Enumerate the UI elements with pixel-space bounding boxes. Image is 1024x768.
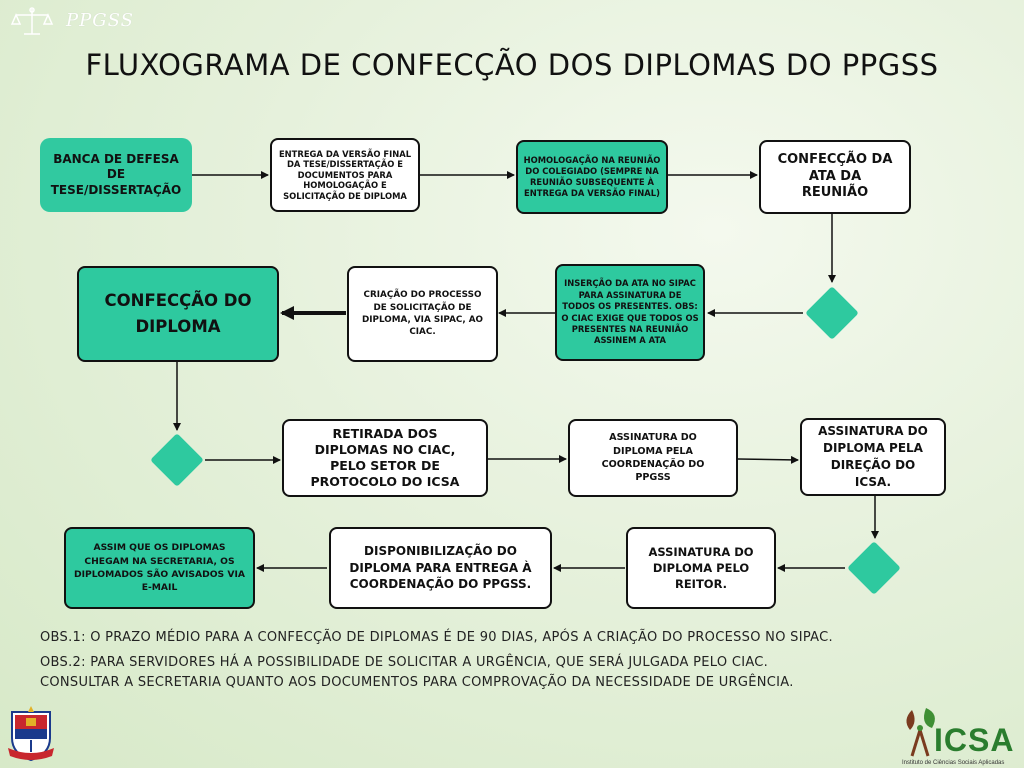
icsa-logo: ICSA Instituto de Ciências Sociais Aplic… [898, 704, 1022, 768]
step-ata: CONFECÇÃO DA ATA DA REUNIÃO [759, 140, 911, 214]
logo-text: PPGSS [66, 10, 134, 31]
arrow-coordenacao-direcao [737, 455, 799, 464]
step-aviso: ASSIM QUE OS DIPLOMAS CHEGAM NA SECRETAR… [64, 527, 255, 609]
note-obs1: OBS.1: O PRAZO MÉDIO PARA A CONFECÇÃO DE… [40, 630, 833, 645]
step-reitor: ASSINATURA DO DIPLOMA PELO REITOR. [626, 527, 776, 609]
icsa-leaves-icon [906, 708, 935, 757]
step-coordenacao: ASSINATURA DO DIPLOMA PELA COORDENAÇÃO D… [568, 419, 738, 497]
step-criacao: CRIAÇÃO DO PROCESSO DE SOLICITAÇÃO DE DI… [347, 266, 498, 362]
step-entrega: ENTREGA DA VERSÃO FINAL DA TESE/DISSERTA… [270, 138, 420, 212]
scales-seal-icon [10, 7, 54, 35]
step-direcao: ASSINATURA DO DIPLOMA PELA DIREÇÃO DO IC… [800, 418, 946, 496]
page-title: FLUXOGRAMA DE CONFECÇÃO DOS DIPLOMAS DO … [85, 48, 939, 82]
note-obs3: CONSULTAR A SECRETARIA QUANTO AOS DOCUME… [40, 675, 794, 690]
step-confeccao: CONFECÇÃO DO DIPLOMA [77, 266, 279, 362]
step-retirada: RETIRADA DOS DIPLOMAS NO CIAC, PELO SETO… [282, 419, 488, 497]
step-insercao: INSERÇÃO DA ATA NO SIPAC PARA ASSINATURA… [555, 264, 705, 361]
ppgss-logo: PPGSS [8, 4, 148, 40]
step-disponibilizacao: DISPONIBILIZAÇÃO DO DIPLOMA PARA ENTREGA… [329, 527, 552, 609]
step-banca: BANCA DE DEFESA DE TESE/DISSERTAÇÃO [40, 138, 192, 212]
icsa-logo-subtitle: Instituto de Ciências Sociais Aplicadas [902, 760, 1005, 766]
university-seal-icon [8, 706, 54, 762]
note-obs2: OBS.2: PARA SERVIDORES HÁ A POSSIBILIDAD… [40, 655, 769, 670]
icsa-logo-text: ICSA [934, 722, 1015, 758]
step-homologacao: HOMOLOGAÇÃO NA REUNIÃO DO COLEGIADO (SEM… [516, 140, 668, 214]
